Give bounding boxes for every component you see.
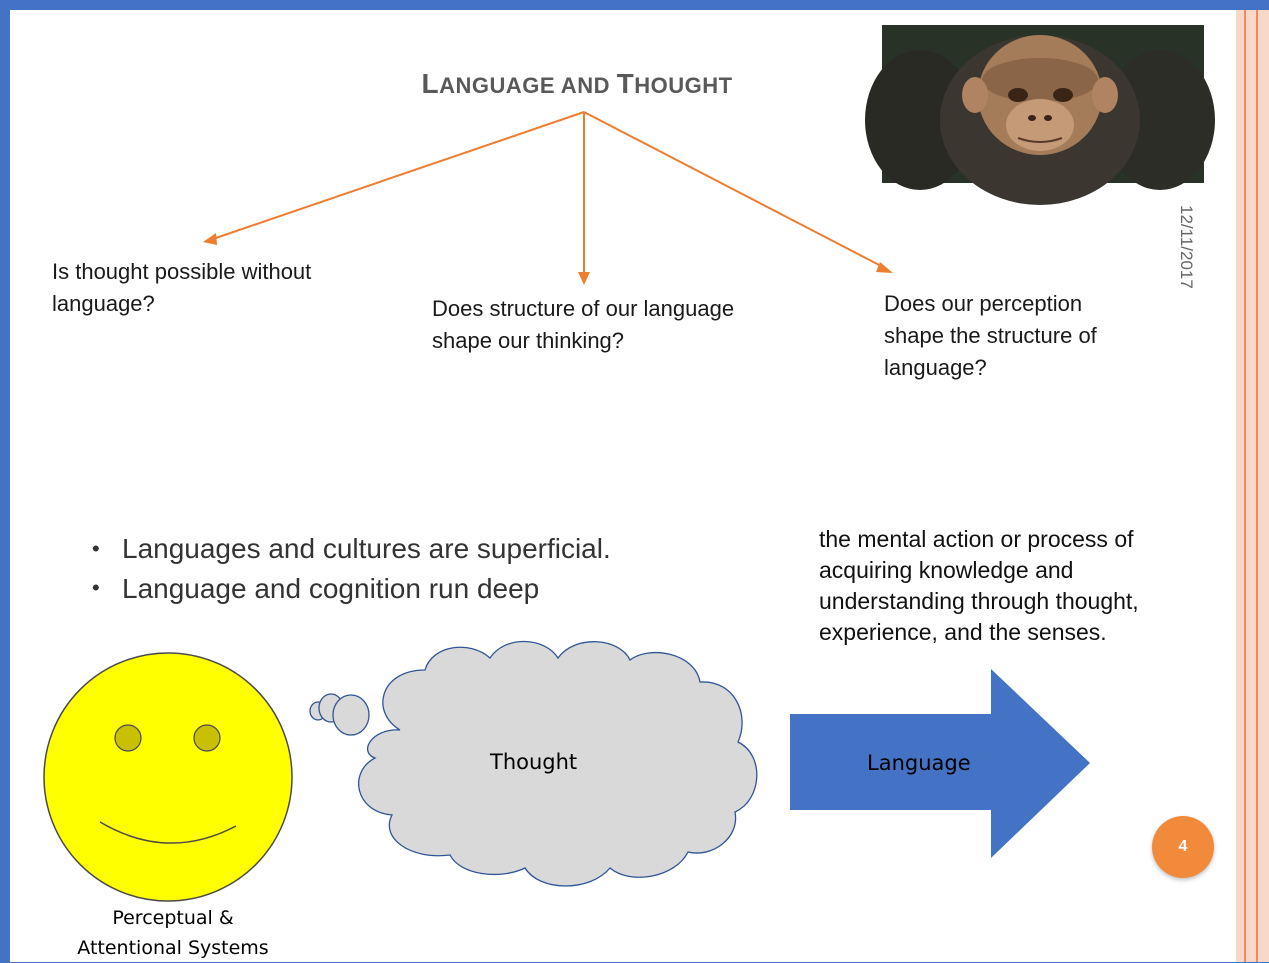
arrowhead [203,233,217,245]
bullet-item: Language and cognition run deep [92,570,611,610]
branch-question-1: Is thought possible without language? [52,259,312,316]
bullet-list: Languages and cultures are superficial. … [92,530,611,609]
branch-arrows [203,111,893,285]
cognition-definition: the mental action or process of acquirin… [819,526,1139,645]
stripe-line [1244,10,1246,962]
chimpanzee-photo [865,25,1215,205]
branch-question-3: Does our perception shape the structure … [884,291,1097,380]
smile [99,821,237,844]
page-number-badge: 4 [1152,816,1214,878]
language-label: Language [867,751,971,775]
slide-title: LANGUAGE AND THOUGHT [421,68,733,99]
bullet-item: Languages and cultures are superficial. [92,530,611,570]
stripe-line [1256,10,1258,962]
slide-date: 12/11/2017 [1177,205,1196,289]
arrowhead [578,272,590,285]
cloud-body [358,640,758,887]
language-arrow [790,669,1090,858]
branch-question-2: Does structure of our language shape our… [432,296,735,353]
branch-arrow-left [209,111,585,241]
eye-right [193,724,221,752]
eye-left [114,724,142,752]
smiley-caption: Perceptual & Attentional Systems [77,907,269,959]
thought-label: Thought [490,750,578,774]
branch-arrow-right [583,111,886,269]
smiley-face [43,652,293,902]
thought-bubble-large [332,694,370,736]
arrowhead [876,262,893,273]
thought-cloud [309,640,758,887]
right-border-stripe [1236,10,1269,962]
